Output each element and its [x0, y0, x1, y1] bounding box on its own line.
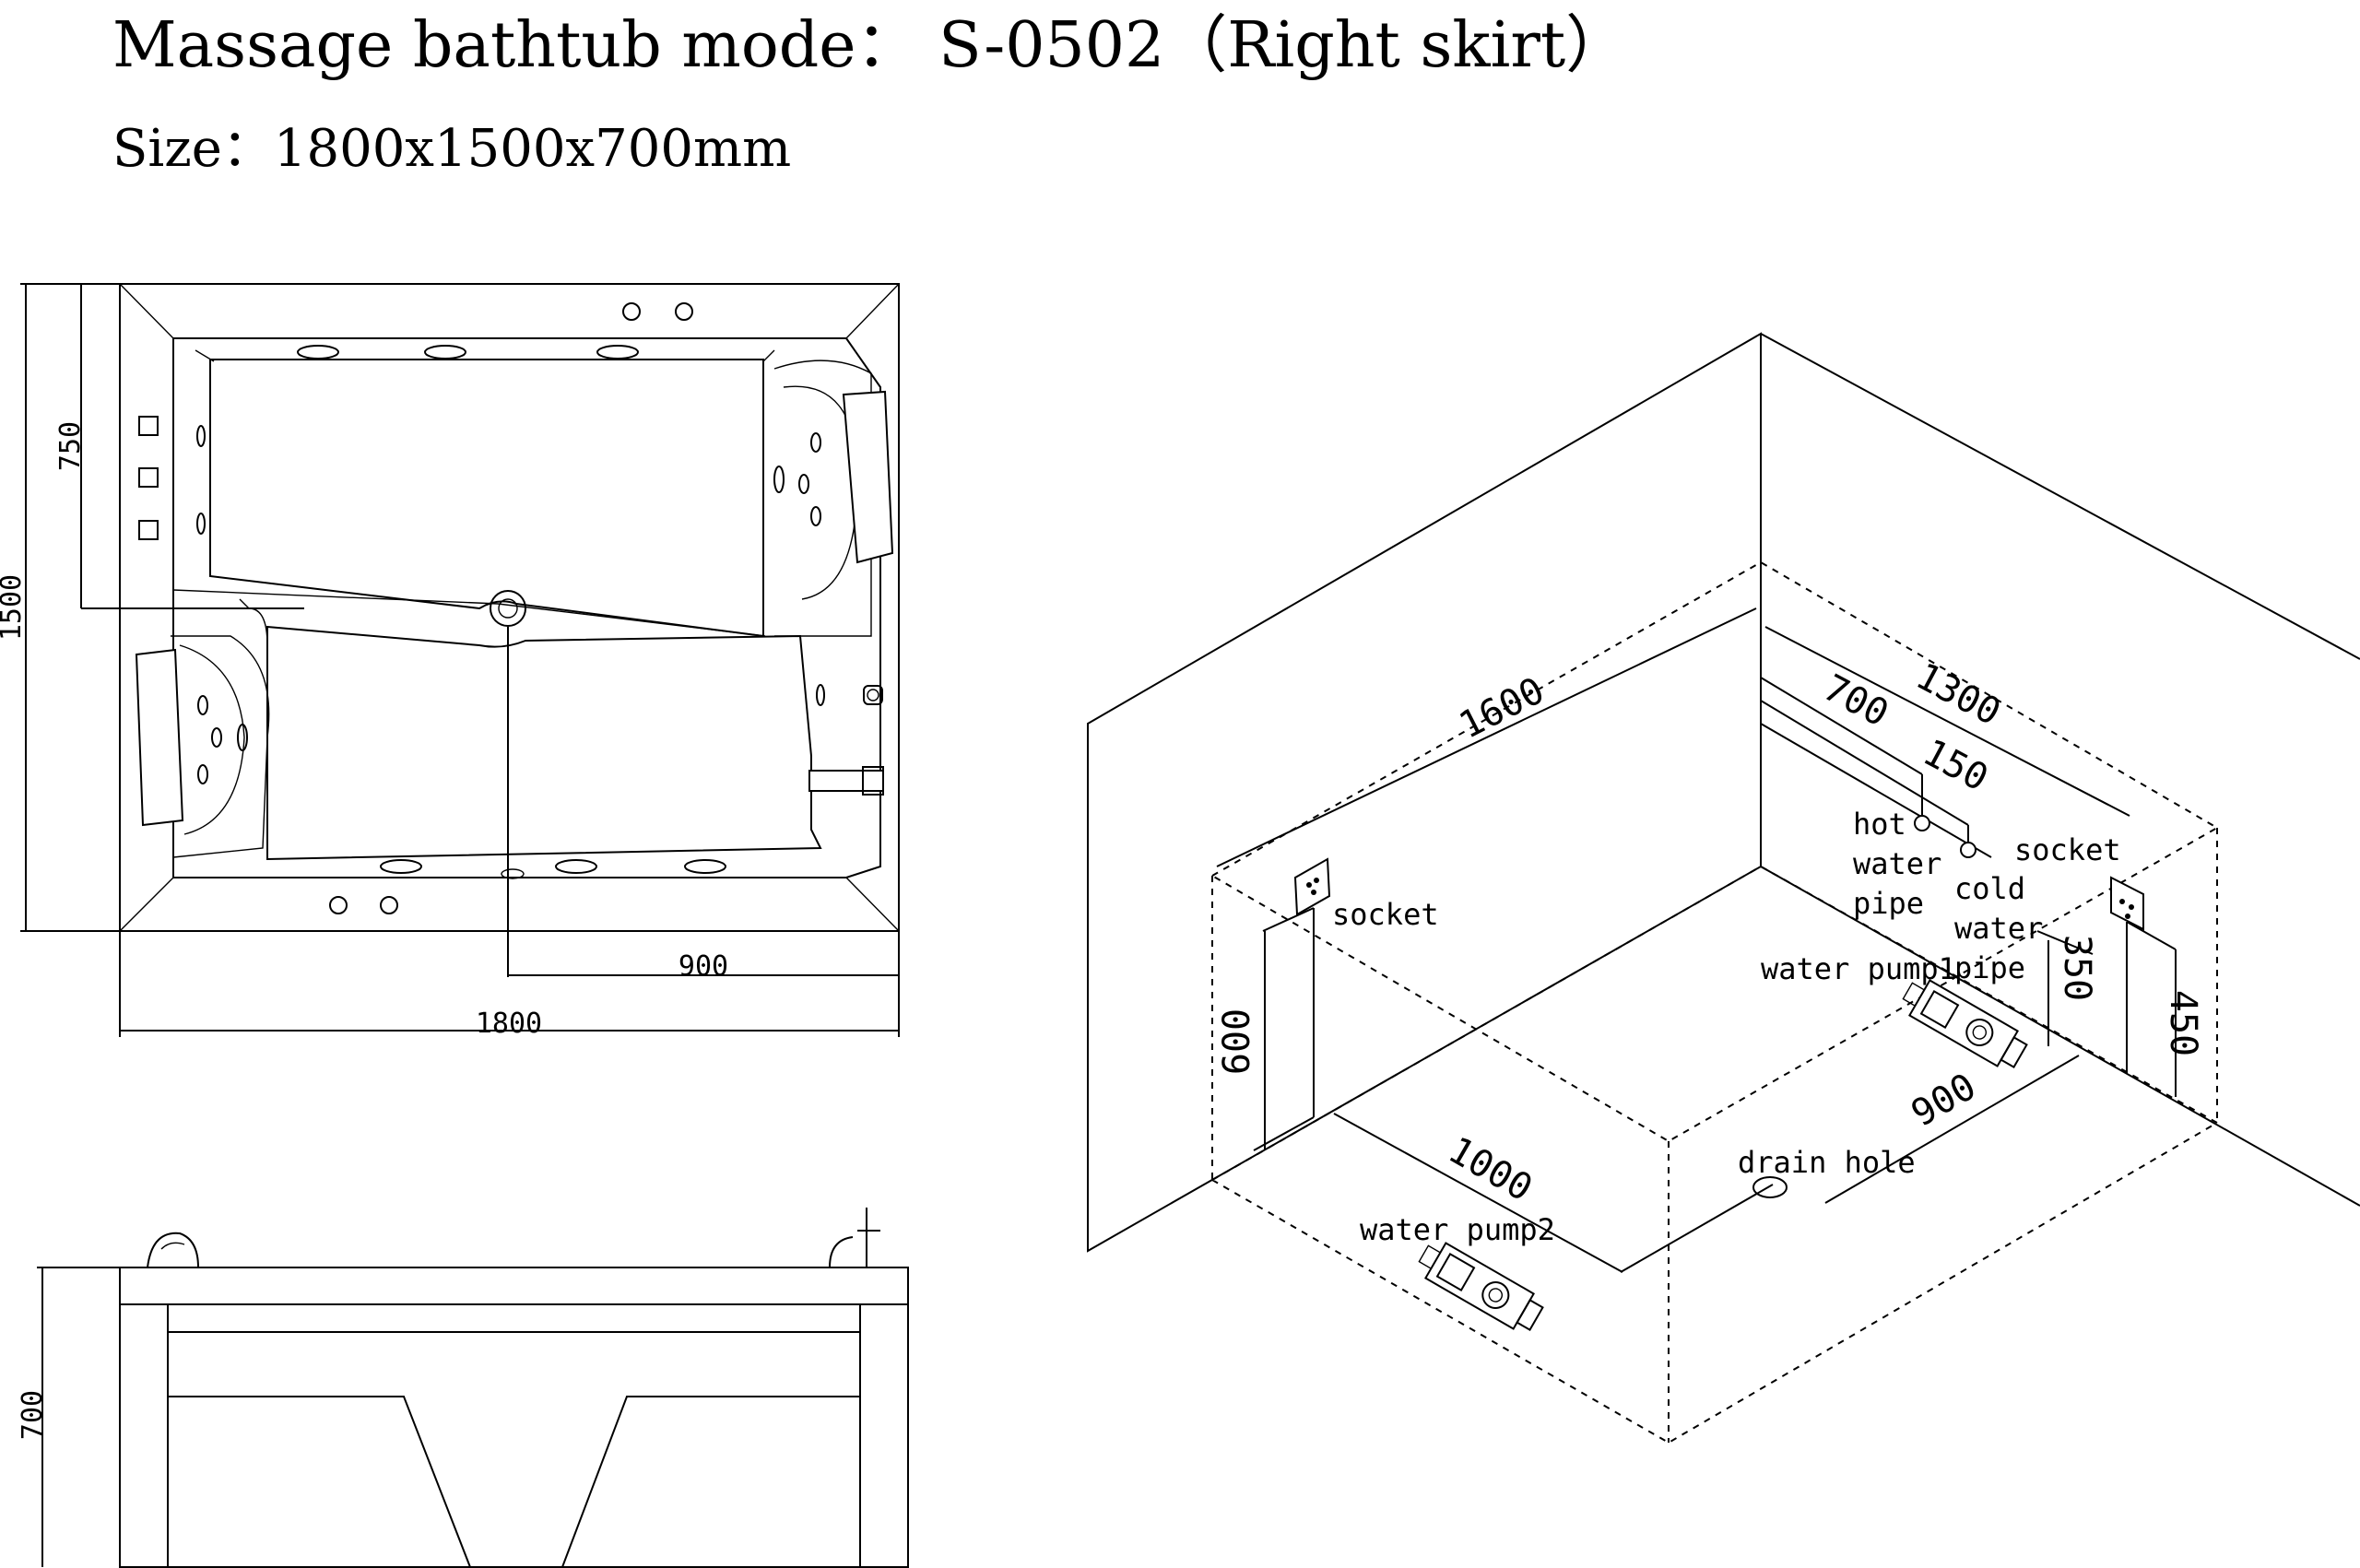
side-dim-height: 700	[17, 1390, 49, 1440]
cold-pipe-label-3: pipe	[1954, 950, 2025, 985]
drawing-title: Massage bathtub mode： S-0502（Right skirt…	[112, 9, 1628, 82]
hot-pipe-label-1: hot	[1853, 807, 1906, 842]
cold-pipe-label-2: water	[1954, 911, 2043, 946]
install-dim-drain-x: 1000	[1441, 1129, 1539, 1210]
top-view: 1800 900 1500 750	[0, 283, 900, 1040]
side-view: 700	[17, 1208, 909, 1568]
hot-pipe-label-2: water	[1853, 846, 1941, 881]
socket-left-label: socket	[1332, 897, 1439, 932]
installation-view: 1600 1300 700 150 hot water pipe cold wa…	[1087, 332, 2360, 1444]
install-dim-gap: 150	[1916, 731, 1994, 800]
size-text: Size：1800x1500x700mm	[112, 119, 791, 179]
install-dim-back: 1300	[1909, 655, 2008, 735]
install-dim-hot: 700	[1816, 666, 1894, 736]
install-dim-socket-right: 450	[2162, 990, 2204, 1056]
top-dim-depth: 1500	[0, 574, 28, 641]
top-dim-width: 1800	[476, 1008, 542, 1040]
install-dim-length: 1600	[1453, 669, 1552, 748]
install-dim-drain-y: 900	[1905, 1066, 1984, 1136]
drain-hole-label: drain hole	[1738, 1145, 1916, 1180]
water-pump1-icon	[1902, 979, 2028, 1068]
top-dim-half: 750	[54, 421, 87, 471]
top-dim-drain-offset: 900	[678, 950, 728, 983]
install-dim-pipe-height: 350	[2056, 935, 2098, 1001]
hot-pipe-label-3: pipe	[1853, 886, 1924, 921]
socket-right-icon	[2110, 876, 2144, 931]
water-pump1-label: water pump1	[1761, 951, 1956, 986]
socket-right-label: socket	[2014, 832, 2121, 867]
install-dim-socket-left: 600	[1216, 1008, 1258, 1075]
socket-left-icon	[1293, 857, 1331, 916]
cold-pipe-label-1: cold	[1954, 871, 2025, 906]
drain-hole-icon	[1752, 1176, 1788, 1198]
water-pump2-icon	[1418, 1242, 1544, 1331]
water-pump2-label: water pump2	[1360, 1212, 1555, 1247]
